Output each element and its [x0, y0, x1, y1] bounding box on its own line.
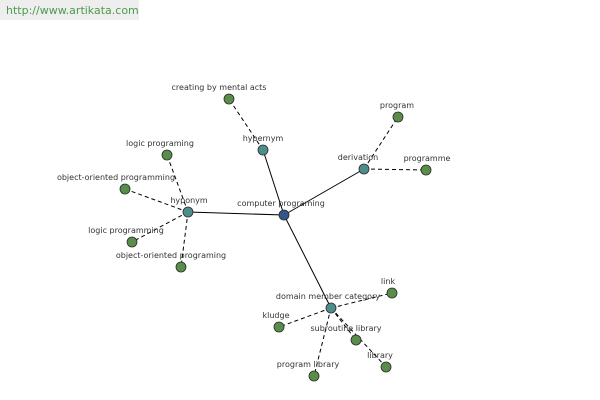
edge-logic-programming: [131, 211, 189, 243]
site-url-link[interactable]: http://www.artikata.com: [6, 4, 139, 17]
relation-label-derivation: derivation: [338, 153, 378, 162]
relation-node-hyponym[interactable]: [182, 206, 194, 218]
center-label-computer-programming: computer programing: [237, 199, 325, 208]
edge-object-oriented-programing: [180, 211, 189, 268]
edge-layer: [124, 98, 427, 377]
edge-hyponym: [187, 211, 285, 216]
node-layer: [119, 93, 432, 382]
leaf-label-programme: programme: [404, 154, 451, 163]
edge-programme: [363, 168, 427, 171]
relation-node-derivation[interactable]: [358, 163, 370, 175]
edge-logic-programing: [166, 154, 189, 213]
leaf-node-program[interactable]: [392, 111, 404, 123]
relation-label-domain-member-category: domain member category: [276, 292, 380, 301]
leaf-label-object-oriented-programming: object-oriented programming: [57, 173, 175, 182]
leaf-label-library: library: [367, 351, 393, 360]
leaf-label-object-oriented-programing: object-oriented programing: [116, 251, 226, 260]
leaf-label-logic-programming: logic programming: [88, 226, 164, 235]
relation-node-domain-member-category[interactable]: [325, 302, 337, 314]
edge-link: [330, 292, 393, 309]
leaf-node-program-library[interactable]: [308, 370, 320, 382]
edge-hypernym: [262, 149, 285, 216]
edge-program: [363, 116, 399, 170]
leaf-label-kludge: kludge: [262, 311, 289, 320]
leaf-node-programme[interactable]: [420, 164, 432, 176]
leaf-node-logic-programing[interactable]: [161, 149, 173, 161]
leaf-label-logic-programing: logic programing: [126, 139, 194, 148]
leaf-node-object-oriented-programing[interactable]: [175, 261, 187, 273]
leaf-node-object-oriented-programming[interactable]: [119, 183, 131, 195]
edge-kludge: [278, 307, 332, 328]
leaf-node-link[interactable]: [386, 287, 398, 299]
leaf-node-kludge[interactable]: [273, 321, 285, 333]
edge-program-library: [313, 307, 332, 377]
leaf-label-program: program: [380, 101, 414, 110]
leaf-label-link: link: [381, 277, 396, 286]
label-layer: computer programing hypernym derivation hyp…: [57, 83, 451, 369]
center-node-computer-programming[interactable]: [278, 209, 290, 221]
leaf-label-subroutine-library: subroutine library: [310, 324, 381, 333]
leaf-node-creating-by-mental-acts[interactable]: [223, 93, 235, 105]
leaf-node-subroutine-library[interactable]: [350, 334, 362, 346]
relation-node-hypernym[interactable]: [257, 144, 269, 156]
leaf-node-logic-programming[interactable]: [126, 236, 138, 248]
leaf-node-library[interactable]: [380, 361, 392, 373]
edge-creating-by-mental-acts: [228, 98, 264, 151]
leaf-label-creating-by-mental-acts: creating by mental acts: [172, 83, 267, 92]
leaf-label-program-library: program library: [277, 360, 340, 369]
edge-derivation: [283, 168, 365, 216]
relation-label-hypernym: hypernym: [243, 134, 284, 143]
url-banner: http://www.artikata.com: [0, 0, 139, 20]
edge-domain-member-category: [283, 214, 332, 309]
relation-label-hyponym: hyponym: [170, 196, 208, 205]
